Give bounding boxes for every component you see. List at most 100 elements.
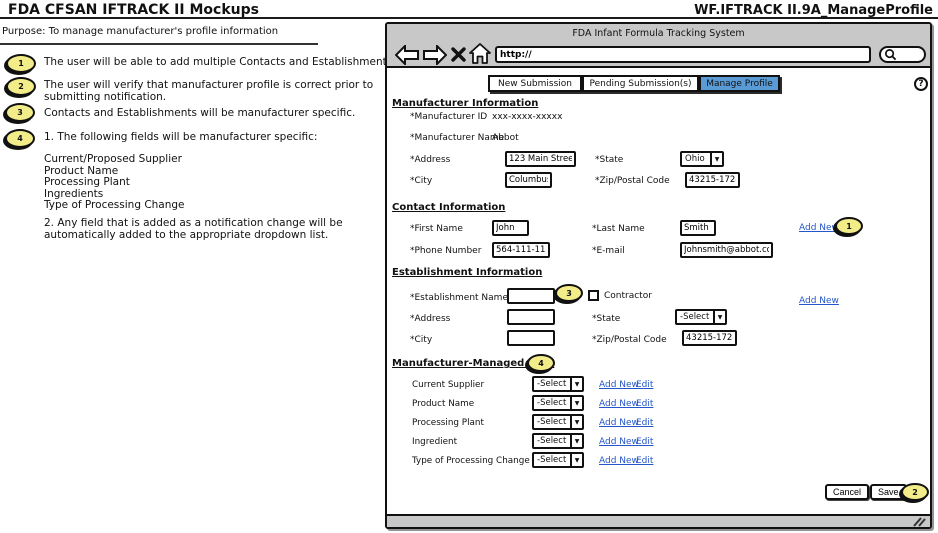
annotation-marker-1: 1 — [835, 217, 863, 235]
purpose-text: Purpose: To manage manufacturer's profil… — [2, 26, 279, 37]
manufacturer-section-heading: Manufacturer Information — [392, 98, 539, 109]
manufacturer-address-input[interactable] — [505, 151, 576, 167]
processing-change-add-new-link[interactable]: Add New — [599, 456, 639, 466]
dropdown-arrow-icon: ▼ — [713, 309, 727, 325]
browser-window: FDA Infant Formula Tracking System — [385, 22, 932, 529]
badge-number: 1 — [846, 221, 852, 231]
badge-number: 4 — [17, 134, 23, 143]
establishment-zip-label: *Zip/Postal Code — [592, 335, 667, 345]
contact-last-name-label: *Last Name — [592, 224, 645, 234]
contact-add-new-link[interactable]: Add New — [799, 223, 839, 233]
tab-label: Pending Submission(s) — [589, 78, 692, 89]
tab-label: New Submission — [498, 78, 572, 89]
establishment-address-input[interactable] — [507, 309, 555, 325]
product-name-edit-link[interactable]: Edit — [636, 399, 654, 409]
contact-last-name-input[interactable] — [680, 220, 716, 236]
current-supplier-dropdown[interactable]: -Select▼ — [532, 376, 584, 392]
list-row-label: Type of Processing Change — [412, 456, 530, 466]
dropdown-arrow-icon: ▼ — [570, 376, 584, 392]
tab-manage-profile[interactable]: Manage Profile — [699, 75, 780, 92]
back-icon[interactable] — [394, 43, 419, 69]
annotation-text-4-note: 2. Any field that is added as a notifica… — [44, 217, 343, 241]
product-name-add-new-link[interactable]: Add New — [599, 399, 639, 409]
contact-phone-label: *Phone Number — [410, 246, 482, 256]
dropdown-arrow-icon: ▼ — [710, 151, 724, 167]
list-row-label: Processing Plant — [412, 418, 484, 428]
manufacturer-name-value: Abbot — [492, 133, 519, 143]
manufacturer-state-dropdown[interactable]: Ohio ▼ — [680, 151, 724, 167]
establishment-state-label: *State — [592, 314, 621, 324]
badge-number: 2 — [912, 487, 918, 497]
manufacturer-state-label: *State — [595, 155, 624, 165]
browser-titlebar: FDA Infant Formula Tracking System — [387, 24, 930, 68]
forward-icon[interactable] — [423, 43, 448, 69]
badge-number: 2 — [18, 82, 24, 91]
establishment-add-new-link[interactable]: Add New — [799, 296, 839, 306]
annotation-text-4-intro: 1. The following fields will be manufact… — [44, 131, 318, 143]
dropdown-value: -Select — [532, 414, 572, 430]
button-label: Cancel — [833, 487, 862, 497]
contractor-checkbox[interactable] — [588, 290, 599, 301]
current-supplier-add-new-link[interactable]: Add New — [599, 380, 639, 390]
annotation-marker-4: 4 — [527, 354, 555, 372]
processing-change-edit-link[interactable]: Edit — [636, 456, 654, 466]
dropdown-value: -Select — [532, 433, 572, 449]
url-input[interactable] — [495, 46, 871, 63]
processing-plant-add-new-link[interactable]: Add New — [599, 418, 639, 428]
dropdown-arrow-icon: ▼ — [570, 395, 584, 411]
processing-change-dropdown[interactable]: -Select▼ — [532, 452, 584, 468]
annotation-badge-2: 2 — [6, 77, 36, 96]
resize-grip-icon[interactable] — [913, 517, 926, 527]
dropdown-arrow-icon: ▼ — [570, 433, 584, 449]
search-box[interactable] — [879, 46, 926, 63]
stop-icon[interactable] — [451, 47, 466, 66]
ingredient-edit-link[interactable]: Edit — [636, 437, 654, 447]
annotation-text-1: The user will be able to add multiple Co… — [44, 56, 393, 68]
contact-first-name-label: *First Name — [410, 224, 463, 234]
annotation-marker-2: 2 — [901, 483, 929, 501]
annotation-text-2: The user will verify that manufacturer p… — [44, 79, 374, 103]
tab-label: Manage Profile — [706, 78, 773, 89]
establishment-state-dropdown[interactable]: -Select ▼ — [675, 309, 727, 325]
annotation-text-4-list: Current/Proposed Supplier Product Name P… — [44, 153, 185, 211]
establishment-address-label: *Address — [410, 314, 451, 324]
establishment-section-heading: Establishment Information — [392, 267, 543, 278]
header-divider — [0, 17, 938, 19]
home-icon[interactable] — [469, 43, 491, 68]
status-bar — [387, 514, 930, 527]
contact-phone-input[interactable] — [492, 242, 550, 258]
manufacturer-id-value: xxx-xxxx-xxxxx — [492, 112, 563, 122]
help-glyph: ? — [918, 79, 924, 89]
processing-plant-edit-link[interactable]: Edit — [636, 418, 654, 428]
annotation-marker-3: 3 — [555, 284, 583, 302]
list-row-label: Ingredient — [412, 437, 458, 447]
manufacturer-zip-input[interactable] — [685, 172, 740, 188]
dropdown-value: -Select — [532, 395, 572, 411]
dropdown-value: -Select — [532, 452, 572, 468]
dropdown-value: Ohio — [680, 151, 712, 167]
contact-email-input[interactable] — [680, 242, 773, 258]
dropdown-arrow-icon: ▼ — [570, 414, 584, 430]
product-name-dropdown[interactable]: -Select▼ — [532, 395, 584, 411]
list-row-label: Product Name — [412, 399, 475, 409]
list-row-label: Current Supplier — [412, 380, 485, 390]
window-title: FDA Infant Formula Tracking System — [572, 28, 745, 39]
help-icon[interactable]: ? — [914, 77, 928, 91]
contact-first-name-input[interactable] — [492, 220, 529, 236]
establishment-name-input[interactable] — [507, 288, 555, 304]
manufacturer-city-input[interactable] — [505, 172, 552, 188]
processing-plant-dropdown[interactable]: -Select▼ — [532, 414, 584, 430]
current-supplier-edit-link[interactable]: Edit — [636, 380, 654, 390]
cancel-button[interactable]: Cancel — [825, 484, 870, 500]
workflow-id: WF.IFTRACK II.9A_ManageProfile — [694, 3, 933, 18]
manufacturer-city-label: *City — [410, 176, 433, 186]
annotation-text-3: Contacts and Establishments will be manu… — [44, 107, 356, 119]
tab-new-submission[interactable]: New Submission — [488, 75, 582, 92]
page-title: FDA CFSAN IFTRACK II Mockups — [8, 2, 259, 18]
annotation-badge-1: 1 — [6, 54, 36, 73]
ingredient-add-new-link[interactable]: Add New — [599, 437, 639, 447]
ingredient-dropdown[interactable]: -Select▼ — [532, 433, 584, 449]
establishment-zip-input[interactable] — [682, 330, 737, 346]
tab-pending-submissions[interactable]: Pending Submission(s) — [582, 75, 699, 92]
establishment-city-input[interactable] — [507, 330, 555, 346]
